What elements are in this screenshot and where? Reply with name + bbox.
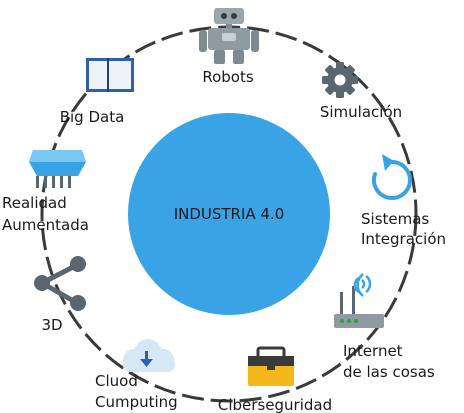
label-ciberseguridad: Ciberseguridad	[218, 396, 332, 413]
label-sistemas-integracion: Sistemas Integración	[361, 210, 446, 248]
router-icon	[334, 273, 384, 328]
center-circle	[128, 113, 330, 315]
share-nodes-icon	[34, 256, 86, 311]
label-robots-line-1: Robots	[202, 68, 254, 86]
label-3d-line-1: 3D	[41, 316, 62, 334]
label-3d: 3D	[41, 316, 62, 334]
robot-icon	[199, 8, 259, 64]
label-realidad-line-1: Realidad	[2, 194, 67, 212]
label-cloud-line-1: Cluod	[95, 372, 138, 390]
label-internet-line-1: Internet	[343, 342, 403, 360]
open-book-icon	[86, 58, 134, 92]
label-cloud-computing: Cluod Cumputing	[95, 372, 178, 411]
center-title: INDUSTRIA 4.0	[174, 205, 285, 223]
label-internet-line-2: de las cosas	[343, 363, 435, 381]
label-ciberseguridad-line-1: Ciberseguridad	[218, 396, 332, 413]
label-internet-cosas: Internet de las cosas	[343, 342, 435, 381]
label-big-data: Big Data	[60, 108, 125, 126]
label-cloud-line-2: Cumputing	[95, 393, 178, 411]
label-realidad-line-2: Aumentada	[2, 216, 89, 234]
cloud-download-icon	[123, 339, 175, 372]
label-simulacion: Simulación	[320, 103, 402, 121]
refresh-icon	[371, 154, 412, 200]
label-sistemas-line-1: Sistemas	[361, 210, 429, 228]
label-realidad-aumentada: Realidad Aumentada	[2, 194, 89, 234]
gear-icon	[322, 62, 358, 98]
vr-headset-icon	[29, 150, 86, 188]
toolbox-icon	[248, 346, 294, 386]
label-sistemas-line-2: Integración	[361, 230, 446, 248]
label-simulacion-line-1: Simulación	[320, 103, 402, 121]
label-robots: Robots	[202, 68, 254, 86]
label-big-data-line-1: Big Data	[60, 108, 125, 126]
